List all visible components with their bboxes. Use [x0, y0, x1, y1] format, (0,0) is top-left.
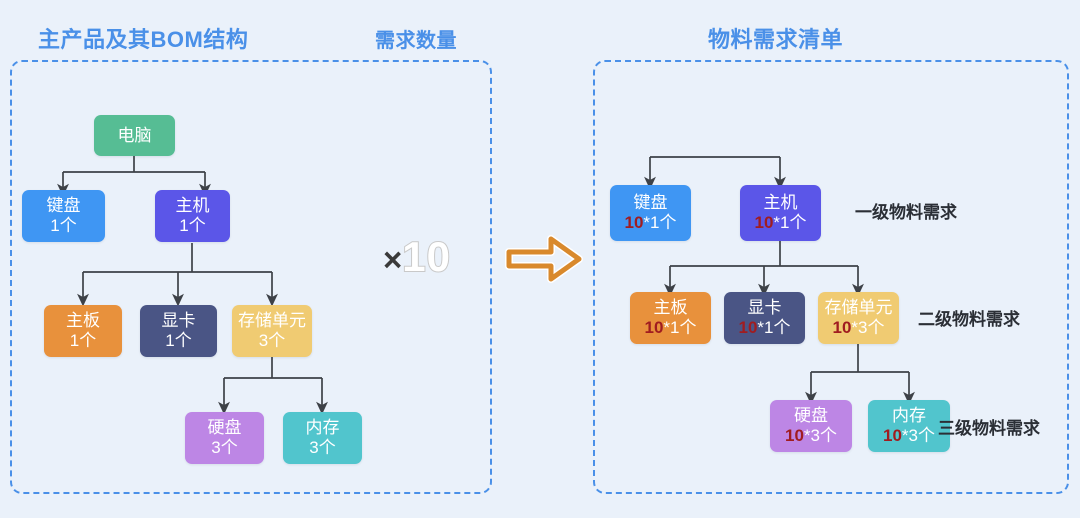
- mrp-node-mainboard-rest: *1个: [663, 318, 697, 337]
- right-arrow-icon: [505, 235, 583, 283]
- mrp-node-disk-label: 硬盘: [794, 406, 828, 426]
- mrp-node-mainboard[interactable]: 主板 10*1个: [630, 292, 711, 344]
- panel-bom-structure: [10, 60, 492, 494]
- mrp-node-storage-unit-mult: 10: [832, 318, 852, 337]
- bom-node-memory[interactable]: 内存 3个: [283, 412, 362, 464]
- multiplier-badge: ×10: [383, 232, 451, 281]
- bom-node-memory-label: 内存: [305, 418, 340, 438]
- bom-node-gpu-label: 显卡: [161, 311, 196, 331]
- mrp-node-memory-rest: *3个: [901, 426, 935, 445]
- bom-node-gpu[interactable]: 显卡 1个: [140, 305, 217, 357]
- bom-node-mainboard-label: 主板: [66, 311, 100, 331]
- mrp-node-keyboard-rest: *1个: [643, 213, 677, 232]
- level-label-tier-2: 二级物料需求: [918, 310, 1020, 329]
- mrp-node-storage-unit-qty: 10*3个: [833, 318, 885, 338]
- mrp-node-storage-unit-label: 存储单元: [824, 298, 893, 318]
- mrp-node-mainboard-qty: 10*1个: [645, 318, 697, 338]
- bom-node-mainboard[interactable]: 主板 1个: [44, 305, 122, 357]
- multiplier-value: 10: [401, 232, 451, 281]
- panel-material-list: [593, 60, 1069, 494]
- bom-node-memory-qty: 3个: [309, 438, 336, 457]
- page-title-bom-structure: 主产品及其BOM结构: [38, 27, 249, 52]
- bom-node-storage-unit[interactable]: 存储单元 3个: [232, 305, 312, 357]
- mrp-node-gpu-rest: *1个: [757, 318, 791, 337]
- mrp-node-storage-unit-rest: *3个: [851, 318, 885, 337]
- level-label-tier-3: 三级物料需求: [938, 419, 1040, 438]
- mrp-node-mainboard-label: 主板: [653, 298, 688, 318]
- mrp-node-keyboard[interactable]: 键盘 10*1个: [610, 185, 691, 241]
- multiply-symbol: ×: [383, 241, 403, 278]
- mrp-node-host-label: 主机: [763, 193, 798, 213]
- mrp-node-disk-mult: 10: [785, 426, 804, 445]
- bom-node-keyboard-label: 键盘: [46, 196, 81, 216]
- page-title-demand-quantity: 需求数量: [375, 30, 457, 52]
- bom-node-disk[interactable]: 硬盘 3个: [185, 412, 264, 464]
- bom-node-computer-label: 电脑: [117, 125, 152, 145]
- bom-node-computer[interactable]: 电脑: [94, 115, 175, 156]
- mrp-node-gpu[interactable]: 显卡 10*1个: [724, 292, 805, 344]
- mrp-node-keyboard-label: 键盘: [633, 193, 668, 213]
- bom-node-storage-unit-label: 存储单元: [238, 311, 306, 331]
- bom-node-gpu-qty: 1个: [165, 331, 192, 350]
- bom-node-disk-label: 硬盘: [207, 418, 242, 438]
- bom-node-disk-qty: 3个: [211, 438, 238, 457]
- mrp-node-storage-unit[interactable]: 存储单元 10*3个: [818, 292, 899, 344]
- bom-node-host-qty: 1个: [179, 216, 206, 235]
- mrp-node-disk-rest: *3个: [803, 426, 837, 445]
- mrp-node-disk-qty: 10*3个: [785, 426, 837, 446]
- level-label-tier-1: 一级物料需求: [855, 203, 957, 222]
- mrp-node-gpu-mult: 10: [738, 318, 758, 337]
- mrp-node-memory-qty: 10*3个: [883, 426, 935, 446]
- mrp-node-host-qty: 10*1个: [755, 213, 807, 233]
- mrp-node-disk[interactable]: 硬盘 10*3个: [770, 400, 852, 452]
- mrp-node-gpu-qty: 10*1个: [739, 318, 791, 338]
- bom-node-mainboard-qty: 1个: [69, 331, 97, 350]
- page-title-material-requirement-list: 物料需求清单: [708, 27, 844, 52]
- bom-node-host-label: 主机: [175, 196, 210, 216]
- bom-node-keyboard[interactable]: 键盘 1个: [22, 190, 105, 242]
- mrp-node-host-mult: 10: [754, 213, 774, 232]
- mrp-node-gpu-label: 显卡: [747, 298, 782, 318]
- mrp-node-host-rest: *1个: [773, 213, 807, 232]
- mrp-node-keyboard-mult: 10: [624, 213, 644, 232]
- mrp-node-host[interactable]: 主机 10*1个: [740, 185, 821, 241]
- mrp-node-memory[interactable]: 内存 10*3个: [868, 400, 950, 452]
- bom-node-host[interactable]: 主机 1个: [155, 190, 230, 242]
- mrp-node-mainboard-mult: 10: [644, 318, 664, 337]
- mrp-node-keyboard-qty: 10*1个: [625, 213, 677, 233]
- bom-node-keyboard-qty: 1个: [50, 216, 77, 235]
- mrp-node-memory-label: 内存: [892, 406, 926, 426]
- mrp-node-memory-mult: 10: [883, 426, 902, 445]
- bom-node-storage-unit-qty: 3个: [258, 331, 286, 350]
